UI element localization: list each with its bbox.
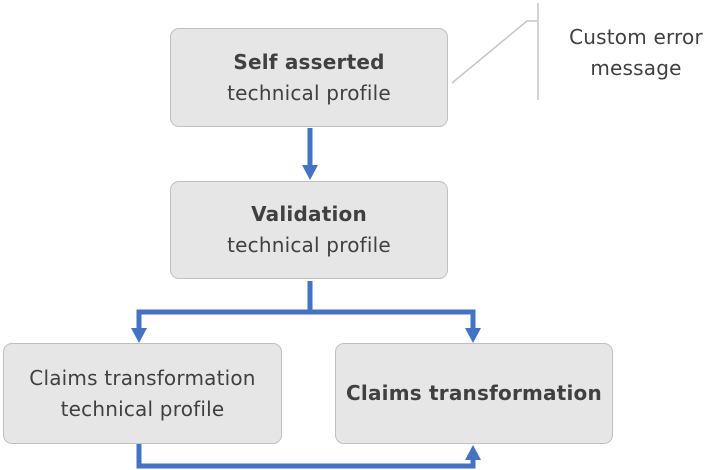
node-claims-transformation-technical-profile: Claims transformation technical profile <box>3 343 282 444</box>
node-self-asserted-technical-profile: Self asserted technical profile <box>170 28 448 127</box>
node-label: Self asserted technical profile <box>193 47 425 109</box>
node-label: Validation technical profile <box>204 199 414 261</box>
node-claims-transformation: Claims transformation <box>335 343 613 444</box>
node-label-bold: Claims transformation <box>346 381 602 405</box>
arrow-claims-tp-to-claims-transformation <box>136 444 481 469</box>
connector-validation-branch <box>131 281 481 343</box>
node-label-regular: technical profile <box>227 80 391 105</box>
node-label-bold: Self asserted <box>233 49 385 74</box>
node-label-regular: Claims transformation technical profile <box>29 365 256 421</box>
callout-leader-line <box>451 3 539 100</box>
node-validation-technical-profile: Validation technical profile <box>170 181 448 279</box>
callout-custom-error-message: Custom error message <box>569 25 703 80</box>
node-label: Claims transformation <box>346 378 602 409</box>
node-label-regular: technical profile <box>227 233 391 257</box>
arrow-self-asserted-to-validation <box>302 128 318 180</box>
node-label: Claims transformation technical profile <box>18 363 268 425</box>
node-label-bold: Validation <box>251 202 367 226</box>
